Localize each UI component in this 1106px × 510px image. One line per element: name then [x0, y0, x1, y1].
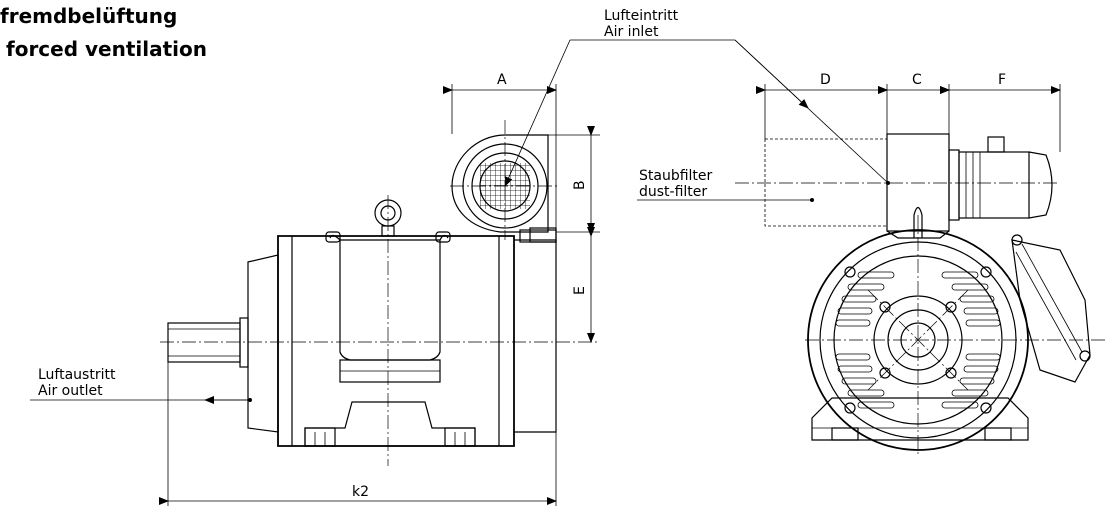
dimension-c: C: [912, 72, 922, 88]
terminal-box: [1011, 239, 1091, 383]
motor-end-shield: [247, 254, 279, 433]
dimension-e: E: [572, 286, 588, 295]
motor-housing: [277, 235, 515, 447]
dust-filter-label-de: Staubfilter: [639, 168, 713, 184]
dimension-k2: k2: [352, 484, 369, 500]
air-inlet-label-en: Air inlet: [604, 24, 659, 40]
title-german: fremdbelüftung: [0, 4, 177, 28]
front-feet: [811, 397, 1029, 441]
motor-feet: [304, 401, 476, 447]
dimension-d: D: [820, 72, 831, 88]
dimension-b: B: [572, 180, 588, 190]
leader-lines: [30, 39, 889, 404]
fan-housing: [451, 134, 549, 233]
cooling-slots: [835, 271, 1001, 409]
dust-filter-label-en: dust-filter: [639, 184, 707, 200]
air-inlet-label-de: Lufteintritt: [604, 8, 679, 24]
motor-side-view: [160, 195, 600, 466]
air-outlet-label-en: Air outlet: [38, 383, 103, 399]
fan-cowl: [514, 239, 557, 433]
fan-unit-side: [450, 120, 560, 243]
title-english: forced ventilation: [6, 37, 207, 61]
dimension-f: F: [998, 72, 1006, 88]
motor-front-view: [805, 215, 1106, 455]
air-outlet-label-de: Luftaustritt: [38, 367, 116, 383]
dimension-a: A: [497, 72, 507, 88]
dust-filter-box: [764, 138, 888, 227]
dimension-lines: [159, 84, 1061, 506]
fan-unit-front: [735, 133, 1060, 239]
